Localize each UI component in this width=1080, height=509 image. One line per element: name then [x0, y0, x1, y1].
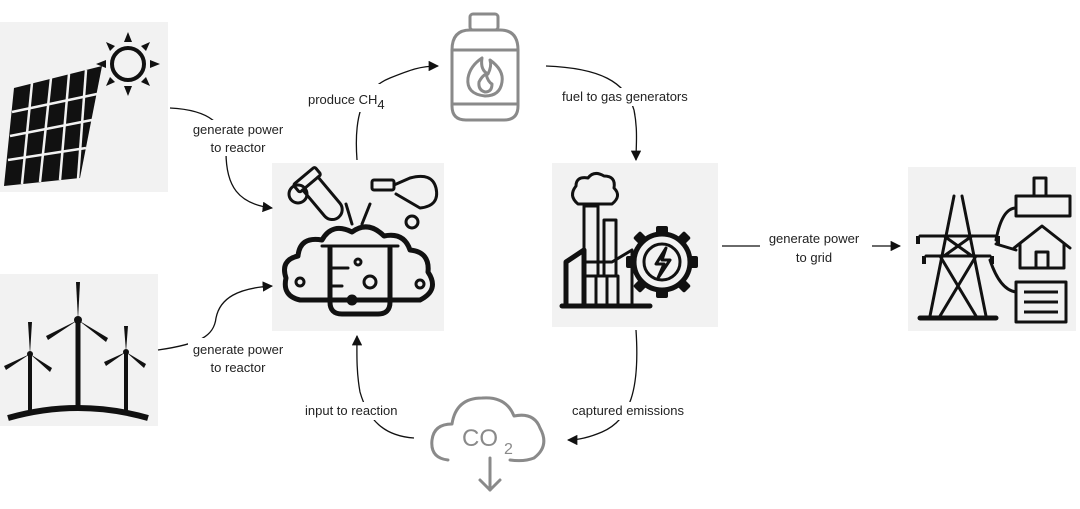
gas-tank-node: [450, 12, 520, 122]
power-plant-icon: [559, 171, 698, 309]
generator-to-grid-label: generate power to grid: [760, 228, 872, 266]
gas-to-generator-arrow: [545, 65, 642, 162]
produce-prefix: produce: [308, 92, 359, 107]
grid-panel-background: [908, 167, 1076, 331]
produce-ch4-label: produce CH4: [308, 92, 385, 112]
grid-edge-line2: to grid: [796, 250, 832, 265]
co2-cloud-icon: CO 2: [430, 396, 546, 492]
co2-input-text: input to reaction: [305, 403, 398, 418]
wind-edge-line2: to reactor: [211, 360, 267, 375]
generator-to-co2-label: captured emissions: [566, 402, 704, 420]
reactor-to-gas-label: produce CH4: [302, 84, 410, 112]
generator-node: [552, 163, 718, 327]
solar-edge-line1: generate power: [193, 122, 284, 137]
generator-to-co2-arrow: [566, 329, 638, 446]
grid-edge-line1: generate power: [769, 231, 860, 246]
solar-panel-icon: [4, 32, 160, 186]
co2-node: CO 2: [430, 396, 546, 492]
solar-edge-line2: to reactor: [211, 140, 267, 155]
wind-turbine-icon: [4, 282, 149, 421]
co2-to-reactor-label: input to reaction: [300, 402, 416, 420]
grid-node: [908, 167, 1076, 331]
wind-to-reactor-label: generate power to reactor: [188, 338, 288, 376]
gas-cylinder-icon: [450, 12, 520, 122]
ch4-formula: CH: [359, 92, 378, 107]
ch4-subscript: 4: [377, 97, 384, 112]
reactor-to-gas-arrow: [355, 60, 440, 161]
generator-panel-background: [552, 163, 718, 327]
co2-symbol: CO: [462, 425, 498, 452]
power-grid-icon: [916, 176, 1072, 324]
co2-capture-text: captured emissions: [572, 403, 684, 418]
co2-to-reactor-arrow: [351, 334, 415, 439]
wind-edge-line1: generate power: [193, 342, 284, 357]
chemical-reactor-icon: [282, 166, 439, 317]
solar-node: [0, 22, 168, 192]
co2-subscript: 2: [504, 441, 513, 458]
gas-edge-text: fuel to gas generators: [562, 89, 688, 104]
wind-node: [0, 274, 158, 426]
reactor-node: [272, 163, 444, 331]
gas-to-generator-label: fuel to gas generators: [556, 88, 712, 106]
solar-to-reactor-label: generate power to reactor: [188, 120, 288, 156]
